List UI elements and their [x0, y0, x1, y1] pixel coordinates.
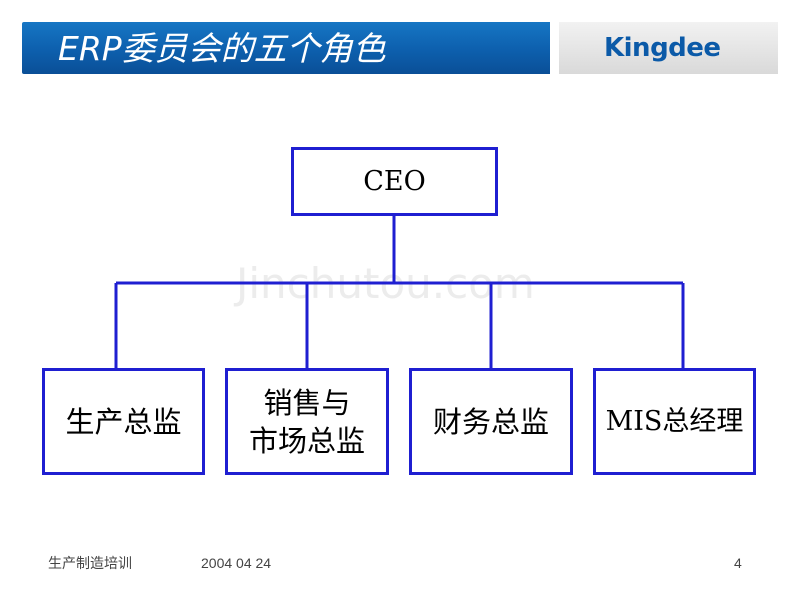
- logo-panel: [559, 22, 778, 74]
- org-node-ceo: CEO: [291, 147, 498, 216]
- org-node-label: MIS总经理: [605, 405, 744, 437]
- org-node-production-director: 生产总监: [42, 368, 205, 475]
- header-divider: [550, 22, 559, 74]
- org-node-sales-marketing-director: 销售与 市场总监: [225, 368, 389, 475]
- org-node-label-line-1: 销售与: [263, 385, 351, 420]
- org-node-label-line-2: 市场总监: [248, 423, 365, 458]
- footer-course-name: 生产制造培训: [48, 555, 132, 571]
- org-node-ceo-label: CEO: [363, 166, 426, 197]
- org-node-label: 生产总监: [65, 404, 182, 439]
- kingdee-logo: Kingdee: [604, 33, 721, 63]
- org-node-label: 财务总监: [432, 404, 549, 439]
- footer-date: 2004 04 24: [201, 555, 272, 571]
- page-number: 4: [734, 555, 742, 571]
- org-node-mis-general-manager: MIS总经理: [593, 368, 756, 475]
- org-node-finance-director: 财务总监: [409, 368, 573, 475]
- slide-title: ERP委员会的五个角色: [58, 29, 386, 68]
